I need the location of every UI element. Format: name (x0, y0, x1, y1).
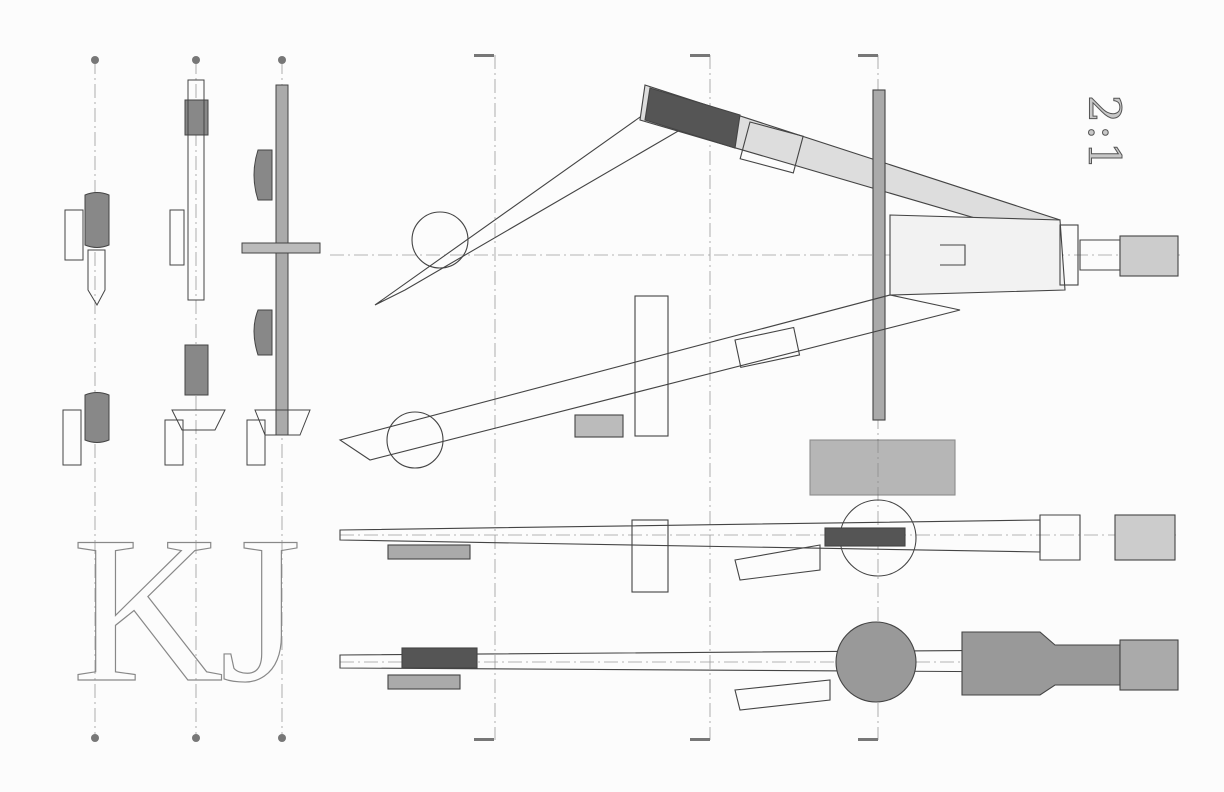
compass-open (338, 84, 1179, 469)
small-parts (62, 79, 321, 466)
scale-label: 2:1 (1078, 95, 1130, 173)
author-initials: KJ (71, 494, 302, 726)
center-marks (91, 54, 878, 742)
compass-side-view (339, 439, 1179, 711)
